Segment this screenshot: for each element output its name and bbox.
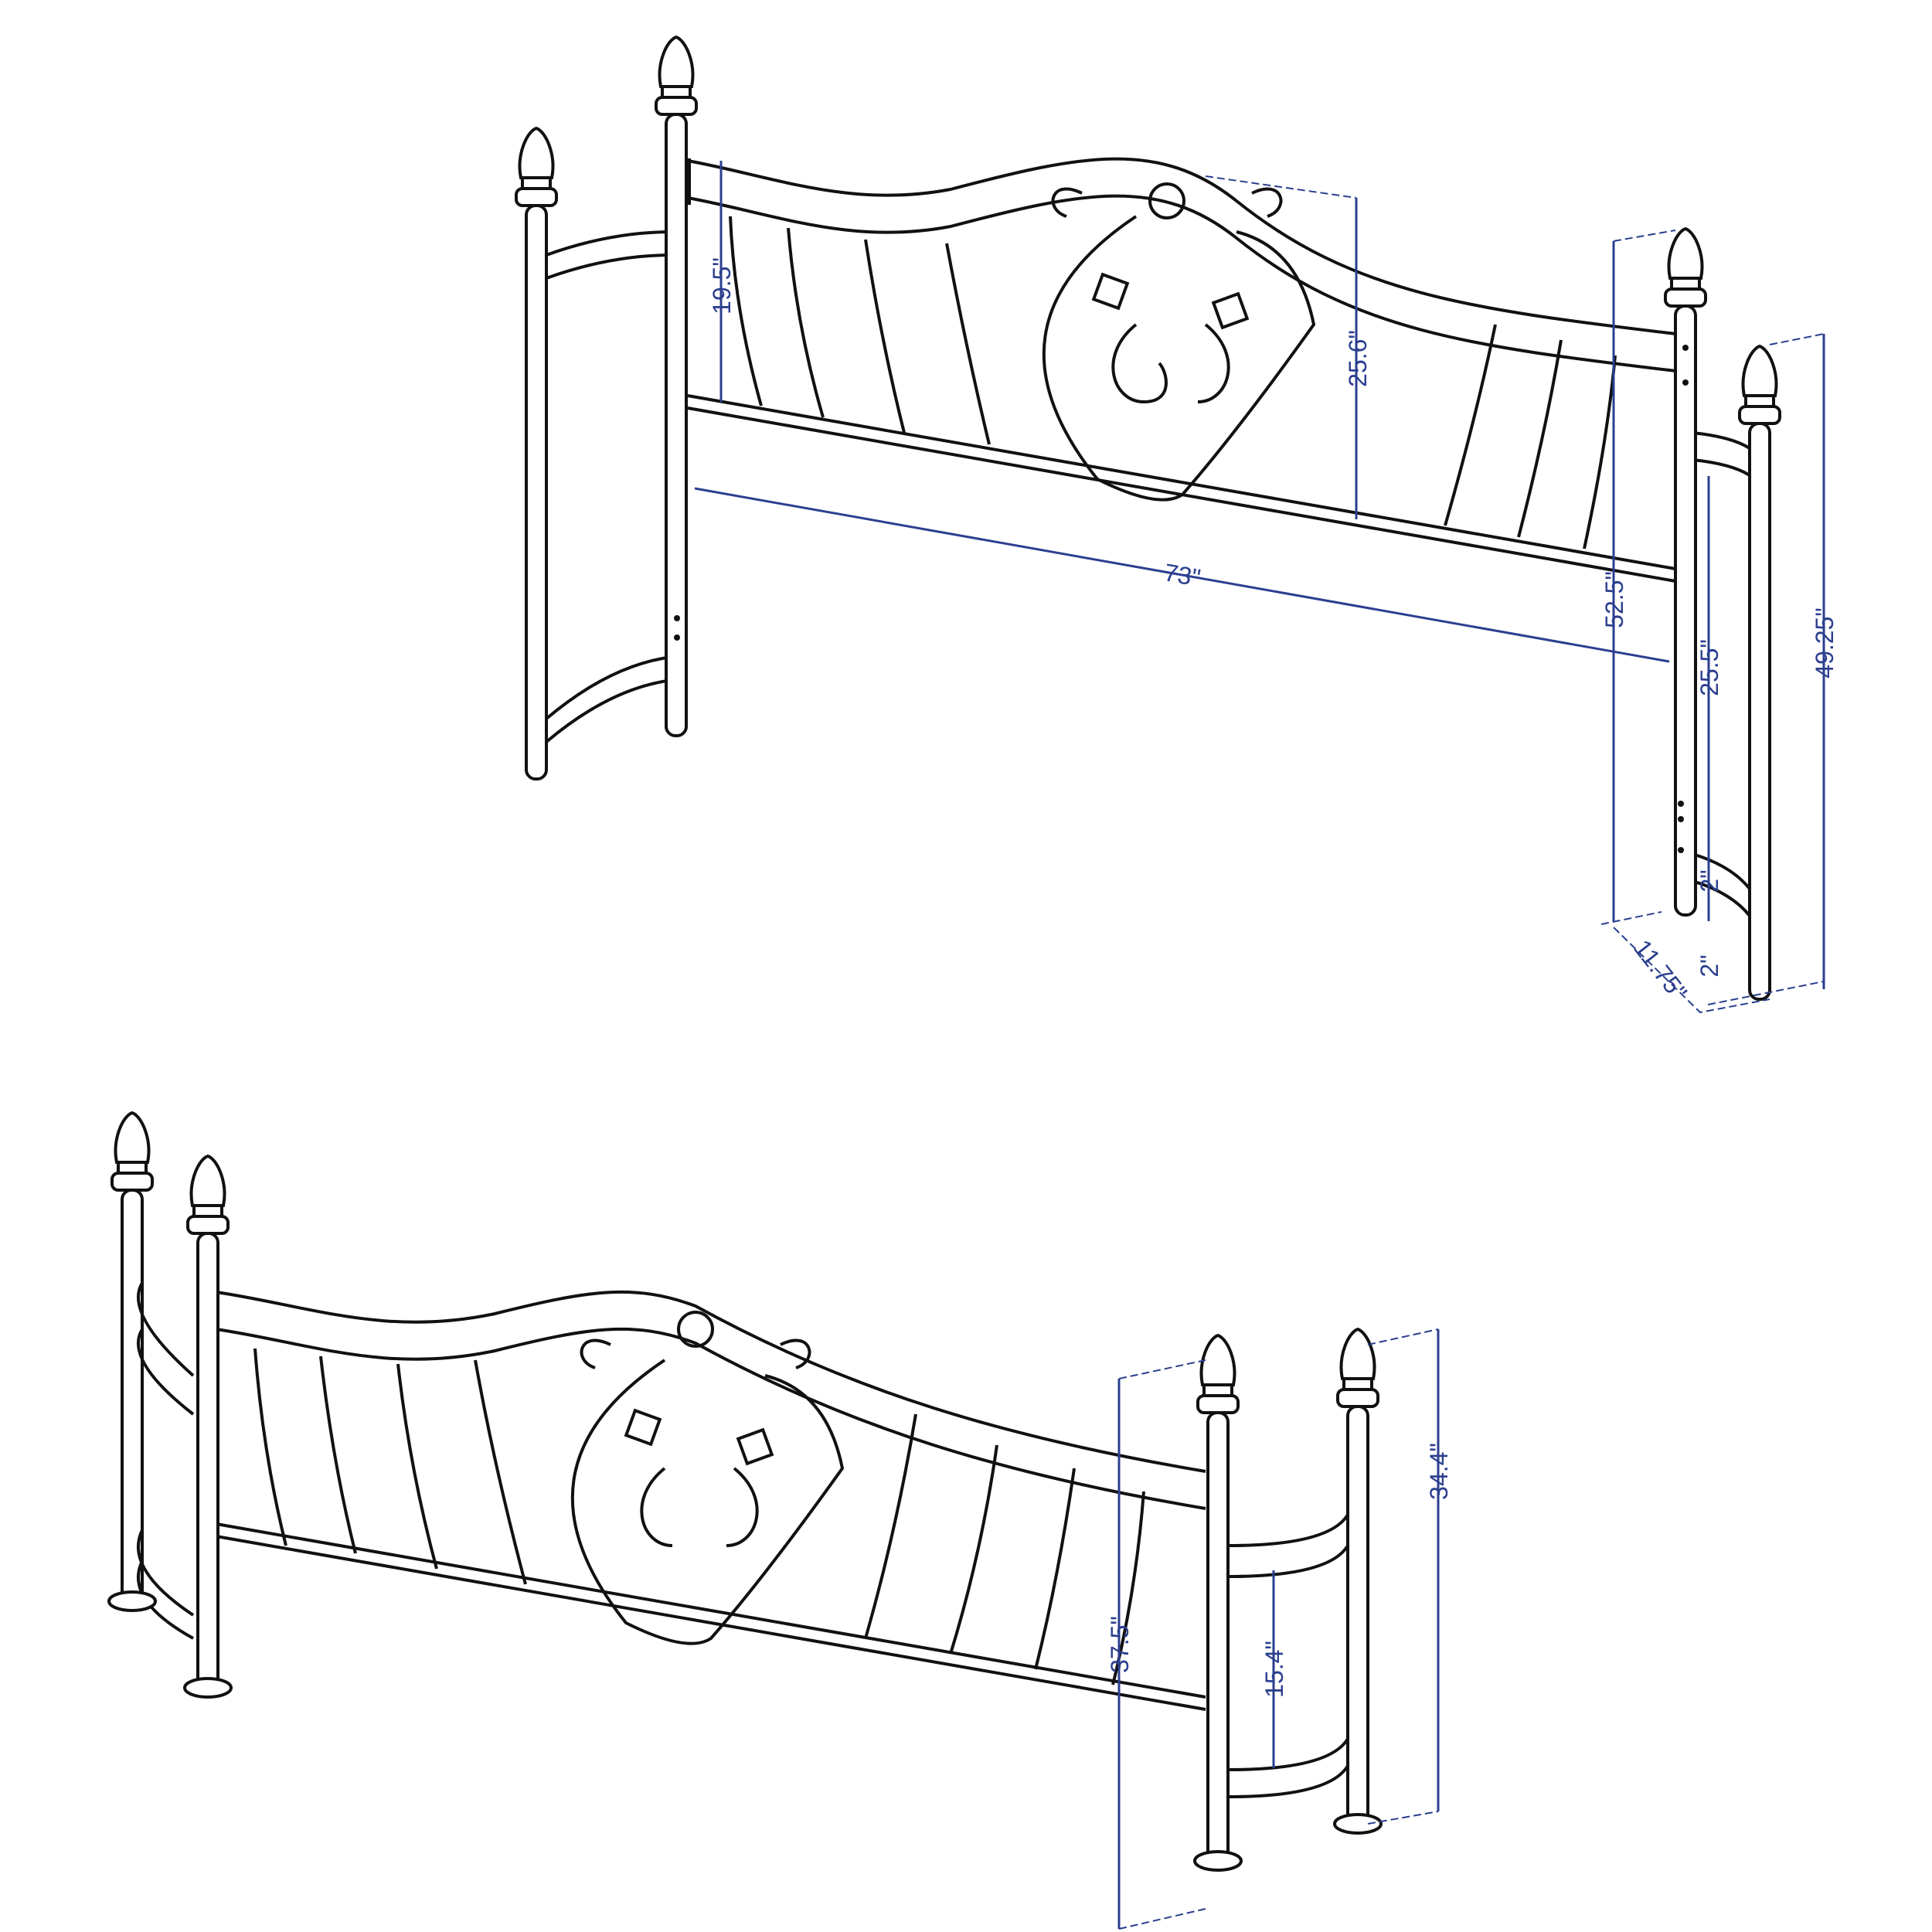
dim-panel-height: 19.5": [708, 257, 736, 315]
dim-foot-post-height: 37.5": [1106, 1616, 1134, 1673]
footboard-left-front-post: [183, 1155, 233, 1699]
footboard: 37.5" 15.4" 34.4": [107, 1111, 1453, 1930]
dim-center-height: 25.6": [1344, 330, 1372, 387]
headboard: 19.5" 25.6" 73" 52.5" 25.5" 49.25" 2" 2"…: [515, 36, 1838, 1014]
footboard-left-back-post: [107, 1111, 195, 1640]
dim-post-height: 52.5": [1600, 571, 1628, 628]
dim-back-post-height: 49.25": [1811, 607, 1838, 678]
dim-rail-height: 25.5": [1696, 639, 1723, 696]
footboard-panel: [216, 1290, 1206, 1711]
footboard-right-back-post: [1228, 1328, 1383, 1835]
dim-depth: 11.75": [1628, 934, 1692, 1005]
dim-foot-back-post-height: 34.4": [1425, 1443, 1453, 1500]
dim-leg-gap: 2": [1696, 869, 1723, 892]
dim-width: 73": [1162, 558, 1202, 592]
headboard-panel: [687, 157, 1676, 583]
headboard-right-front-post: [1664, 227, 1707, 917]
footboard-right-front-post: [1193, 1334, 1243, 1872]
dim-foot-rail-height: 15.4": [1260, 1641, 1288, 1698]
dim-leg-gap-lower: 2": [1696, 954, 1723, 977]
headboard-left-front-post: [655, 36, 698, 737]
headboard-dimensions: 19.5" 25.6" 73" 52.5" 25.5" 49.25" 2" 2"…: [694, 161, 1838, 1014]
footboard-dimensions: 37.5" 15.4" 34.4": [1106, 1328, 1453, 1930]
headboard-right-back-post: [1692, 345, 1781, 1001]
headboard-left-back-post: [515, 127, 673, 781]
